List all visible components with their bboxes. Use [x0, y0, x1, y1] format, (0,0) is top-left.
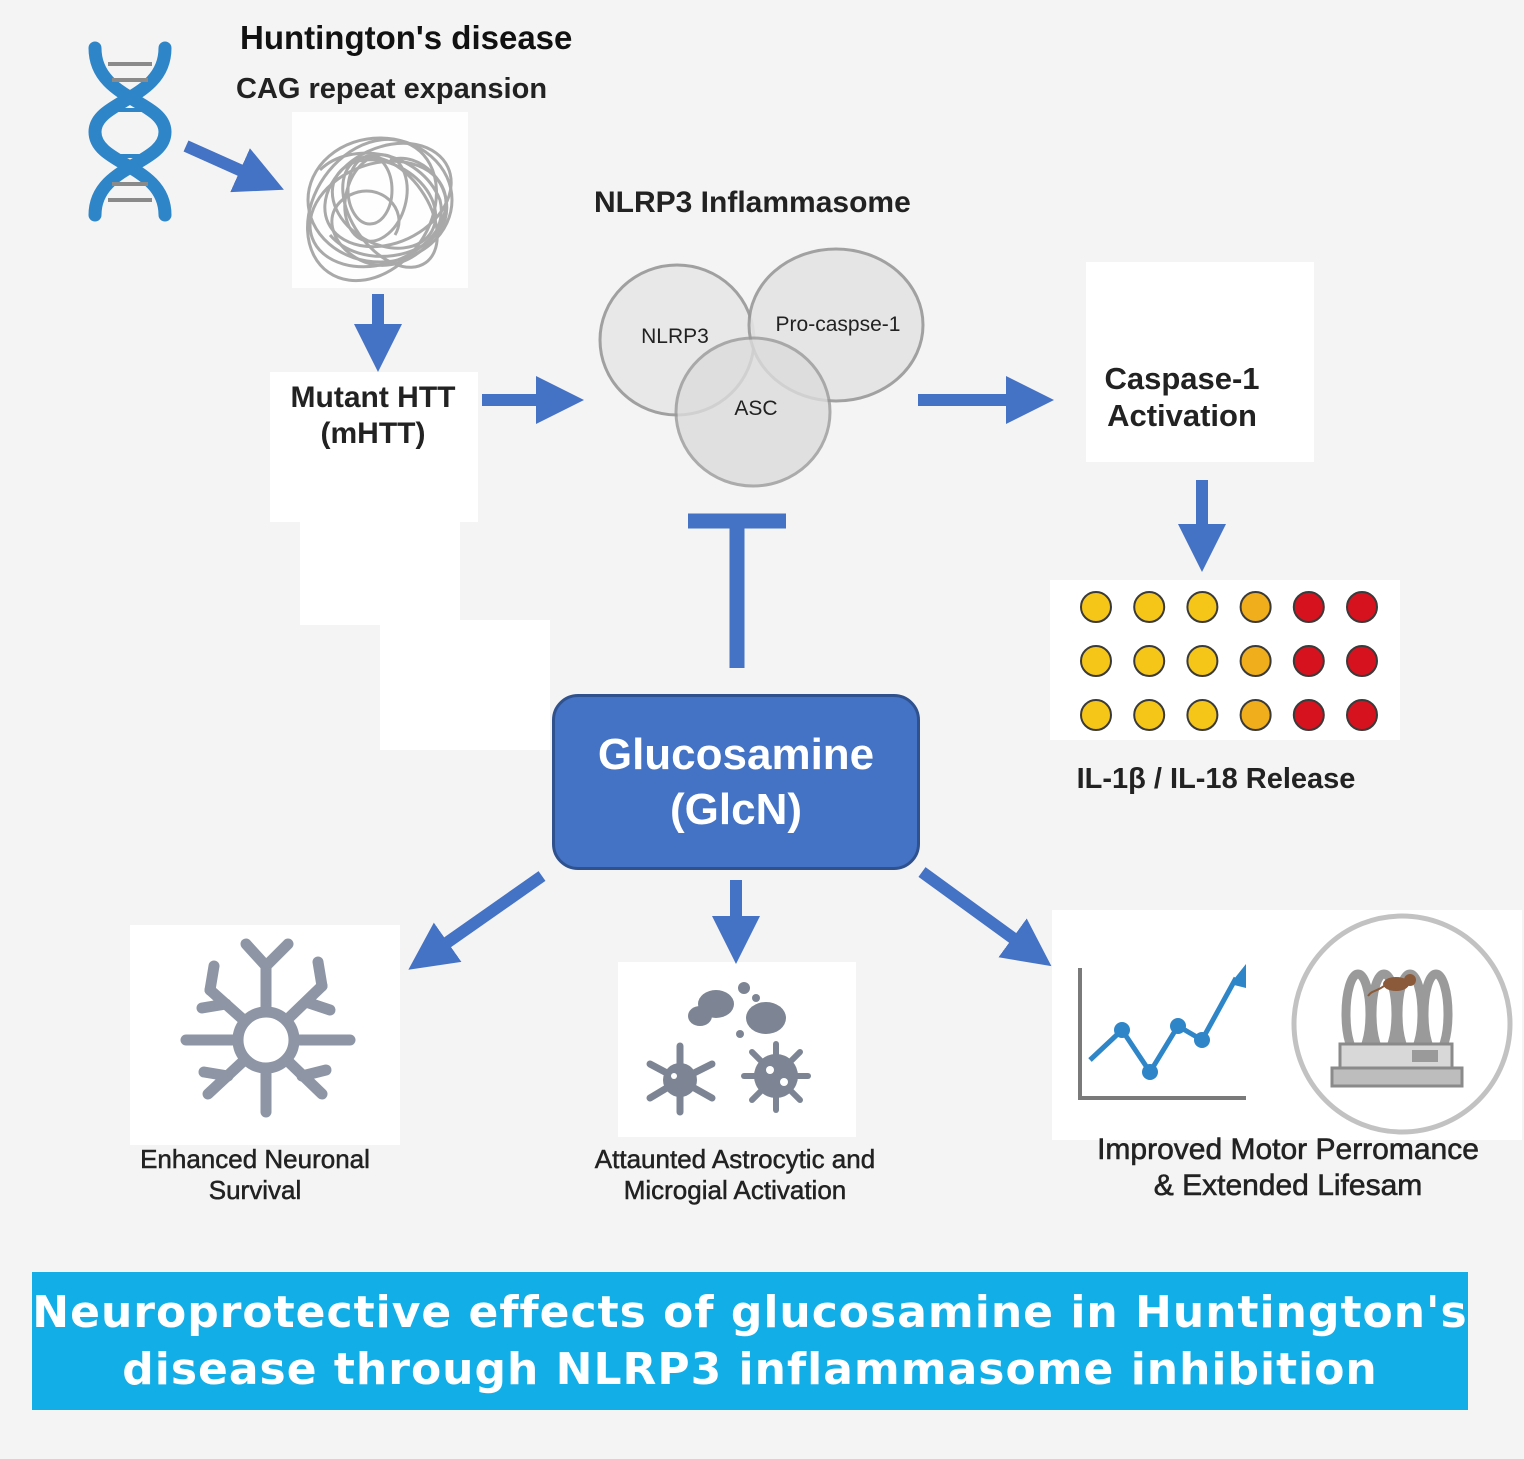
dna-icon	[88, 41, 172, 222]
cytokine-dot	[1133, 645, 1166, 677]
cytokine-dot	[1292, 699, 1325, 731]
caption-line-1: Neuroprotective effects of glucosamine i…	[32, 1286, 1468, 1338]
mouse-rotarod-icon	[1291, 913, 1513, 1135]
mutant-htt-line-2: (mHTT)	[320, 417, 426, 450]
cytokine-release-label: IL-1β / IL-18 Release	[1076, 763, 1356, 795]
microglia-icon	[646, 982, 811, 1116]
neuronal-line-1: Enhanced Neuronal	[140, 1144, 370, 1175]
cytokine-dot	[1080, 699, 1112, 731]
motor-performance-label: Improved Motor Perromance & Extended Lif…	[1060, 1132, 1516, 1204]
caspase-line-2: Activation	[1107, 398, 1257, 434]
cytokine-dot	[1239, 591, 1272, 623]
protein-aggregate-icon	[306, 136, 454, 283]
cytokine-dot	[1186, 591, 1219, 623]
inflammasome-complex-icon	[598, 247, 925, 488]
cag-expansion-label: CAG repeat expansion	[236, 73, 548, 105]
cytokine-dot	[1080, 645, 1112, 677]
cytokine-dot	[1346, 591, 1378, 623]
cytokine-dot	[1186, 699, 1219, 731]
mutant-htt-line-1: Mutant HTT	[290, 381, 456, 414]
line-chart-icon	[1078, 964, 1246, 1100]
arrow-glcn-to-motor	[918, 867, 1052, 967]
arrow-glcn-to-neuron	[408, 871, 546, 970]
caspase-label: Caspase-1 Activation	[1082, 360, 1282, 434]
motor-line-2: & Extended Lifesam	[1153, 1169, 1423, 1203]
inhibition-bar	[688, 513, 786, 668]
neuron-icon	[180, 938, 356, 1118]
glucosamine-line-1: Glucosamine	[597, 730, 875, 779]
component-nlrp3: NLRP3	[641, 325, 709, 348]
glucosamine-line-2: (GlcN)	[670, 785, 802, 834]
cytokine-dot	[1133, 699, 1166, 731]
arrows	[183, 140, 1226, 970]
cytokine-dot	[1186, 645, 1219, 677]
cytokine-dot	[1239, 645, 1272, 677]
caption-line-2: disease through NLRP3 inflammasome inhib…	[122, 1344, 1378, 1395]
caspase-line-1: Caspase-1	[1104, 361, 1260, 396]
cytokine-dot	[1080, 591, 1112, 623]
cytokine-dot	[1346, 699, 1378, 731]
disease-title: Huntington's disease	[240, 19, 573, 56]
cytokine-dot	[1346, 645, 1378, 677]
component-asc: ASC	[734, 397, 777, 420]
cytokine-dot	[1239, 699, 1272, 731]
motor-line-1: Improved Motor Perromance	[1097, 1133, 1479, 1167]
glial-line-1: Attaunted Astrocytic and	[594, 1144, 876, 1175]
glial-line-2: Microgial Activation	[623, 1175, 847, 1206]
neuronal-line-2: Survival	[208, 1175, 302, 1206]
arrow-dna-to-aggregate	[183, 140, 284, 193]
cytokine-dot	[1133, 591, 1166, 623]
glucosamine-box: Glucosamine (GlcN)	[552, 694, 920, 870]
inflammasome-title: NLRP3 Inflammasome	[594, 186, 911, 219]
cytokine-dots	[1080, 591, 1378, 731]
component-procaspase: Pro-caspse-1	[776, 313, 901, 336]
caption-banner: Neuroprotective effects of glucosamine i…	[32, 1272, 1468, 1410]
cytokine-dot	[1292, 591, 1325, 623]
mutant-htt-label: Mutant HTT (mHTT)	[272, 380, 474, 452]
neuronal-survival-label: Enhanced Neuronal Survival	[110, 1144, 400, 1206]
glial-activation-label: Attaunted Astrocytic and Microgial Activ…	[560, 1144, 910, 1206]
cytokine-dot	[1292, 645, 1325, 677]
